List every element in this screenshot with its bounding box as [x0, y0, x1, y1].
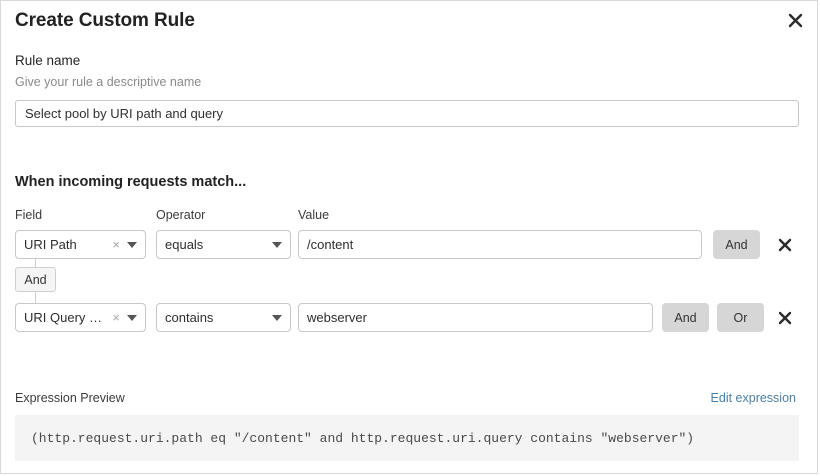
- operator-select-1-label: equals: [165, 237, 204, 252]
- chevron-down-icon: [272, 241, 282, 248]
- expression-preview-code: (http.request.uri.path eq "/content" and…: [15, 415, 799, 461]
- row-1-and-button[interactable]: And: [713, 230, 760, 259]
- field-select-2[interactable]: URI Query St... ×: [15, 303, 146, 332]
- condition-connector-and-badge[interactable]: And: [15, 267, 56, 292]
- chevron-down-icon: [272, 314, 282, 321]
- condition-row: URI Query St... × contains And Or: [1, 303, 817, 332]
- clear-icon[interactable]: ×: [112, 310, 120, 325]
- chevron-down-icon: [127, 241, 137, 248]
- field-select-1[interactable]: URI Path ×: [15, 230, 146, 259]
- value-input-1[interactable]: [298, 230, 702, 259]
- field-select-1-label: URI Path: [24, 237, 77, 252]
- rule-name-input[interactable]: [15, 100, 799, 127]
- condition-row: URI Path × equals And: [1, 230, 817, 259]
- operator-select-2[interactable]: contains: [156, 303, 291, 332]
- column-header-field: Field: [15, 208, 43, 222]
- field-select-2-label: URI Query St...: [24, 310, 111, 325]
- operator-select-1[interactable]: equals: [156, 230, 291, 259]
- column-header-value: Value: [298, 208, 330, 222]
- chevron-down-icon: [127, 314, 137, 321]
- expression-preview-label: Expression Preview: [15, 391, 125, 405]
- match-heading: When incoming requests match...: [15, 174, 247, 190]
- row-2-remove-icon[interactable]: [772, 303, 798, 332]
- rule-name-label: Rule name: [15, 53, 81, 68]
- row-1-remove-icon[interactable]: [772, 230, 798, 259]
- dialog-title: Create Custom Rule: [15, 10, 195, 31]
- operator-select-2-label: contains: [165, 310, 214, 325]
- column-header-operator: Operator: [156, 208, 206, 222]
- row-2-or-button[interactable]: Or: [717, 303, 764, 332]
- close-icon[interactable]: [782, 7, 808, 33]
- clear-icon[interactable]: ×: [112, 237, 120, 252]
- row-2-and-button[interactable]: And: [662, 303, 709, 332]
- edit-expression-link[interactable]: Edit expression: [710, 391, 796, 405]
- rule-name-description: Give your rule a descriptive name: [15, 75, 202, 89]
- value-input-2[interactable]: [298, 303, 653, 332]
